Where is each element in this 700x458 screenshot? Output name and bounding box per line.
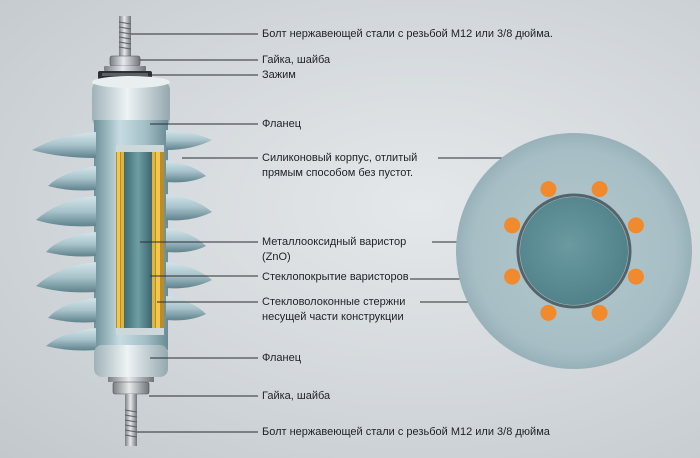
top-flange — [92, 80, 170, 128]
cross-section-rod — [627, 217, 644, 234]
cross-section-rod — [504, 217, 521, 234]
cross-section-coating — [516, 193, 632, 309]
varistor-stack — [124, 152, 152, 328]
interior-bottom-cap — [116, 328, 164, 335]
label-varistor: Металлооксидный варистор (ZnO) — [262, 236, 407, 263]
top-nut — [109, 55, 141, 67]
label-bolt-top: Болт нержавеющей стали с резьбой М12 или… — [262, 28, 553, 40]
bottom-nut — [112, 381, 150, 395]
bottom-bolt — [125, 394, 137, 446]
top-flange-rim — [92, 76, 170, 88]
fiberglass-rod-1 — [156, 152, 160, 328]
bottom-washer — [108, 377, 154, 382]
cross-section-rods — [504, 181, 644, 321]
fiberglass-rod-2 — [117, 152, 120, 328]
label-flange-bottom: Фланец — [262, 352, 302, 364]
bolt-thread-bottom — [124, 409, 138, 438]
label-nut-top: Гайка, шайба — [262, 54, 331, 66]
arrester-body — [32, 16, 212, 446]
label-flange-top: Фланец — [262, 118, 302, 130]
glass-coating-right — [152, 152, 155, 328]
bottom-flange — [94, 345, 168, 377]
cross-section-rod — [627, 268, 644, 285]
bolt-thread-top — [118, 21, 132, 50]
top-washer — [104, 66, 146, 71]
label-rods: Стекловолоконные стержни несущей части к… — [262, 296, 406, 323]
clamp-highlight — [102, 73, 148, 76]
cross-section-rod — [591, 181, 608, 198]
right-sheds — [166, 130, 212, 321]
cross-section-rod — [591, 304, 608, 321]
label-housing: Силиконовый корпус, отлитый прямым спосо… — [262, 152, 418, 179]
cross-section-rod — [540, 304, 557, 321]
label-clamp: Зажим — [262, 69, 296, 81]
cross-section — [456, 133, 692, 369]
interior-top-cap — [116, 145, 164, 152]
cross-section-rod — [540, 181, 557, 198]
cross-section-rod — [504, 268, 521, 285]
label-glass-coating: Стеклопокрытие варисторов — [262, 271, 409, 283]
label-nut-bottom: Гайка, шайба — [262, 390, 331, 402]
left-sheds — [32, 132, 96, 351]
glass-coating-left — [121, 152, 124, 328]
label-bolt-bottom: Болт нержавеющей стали с резьбой М12 или… — [262, 426, 550, 438]
cross-section-varistor — [520, 197, 628, 305]
